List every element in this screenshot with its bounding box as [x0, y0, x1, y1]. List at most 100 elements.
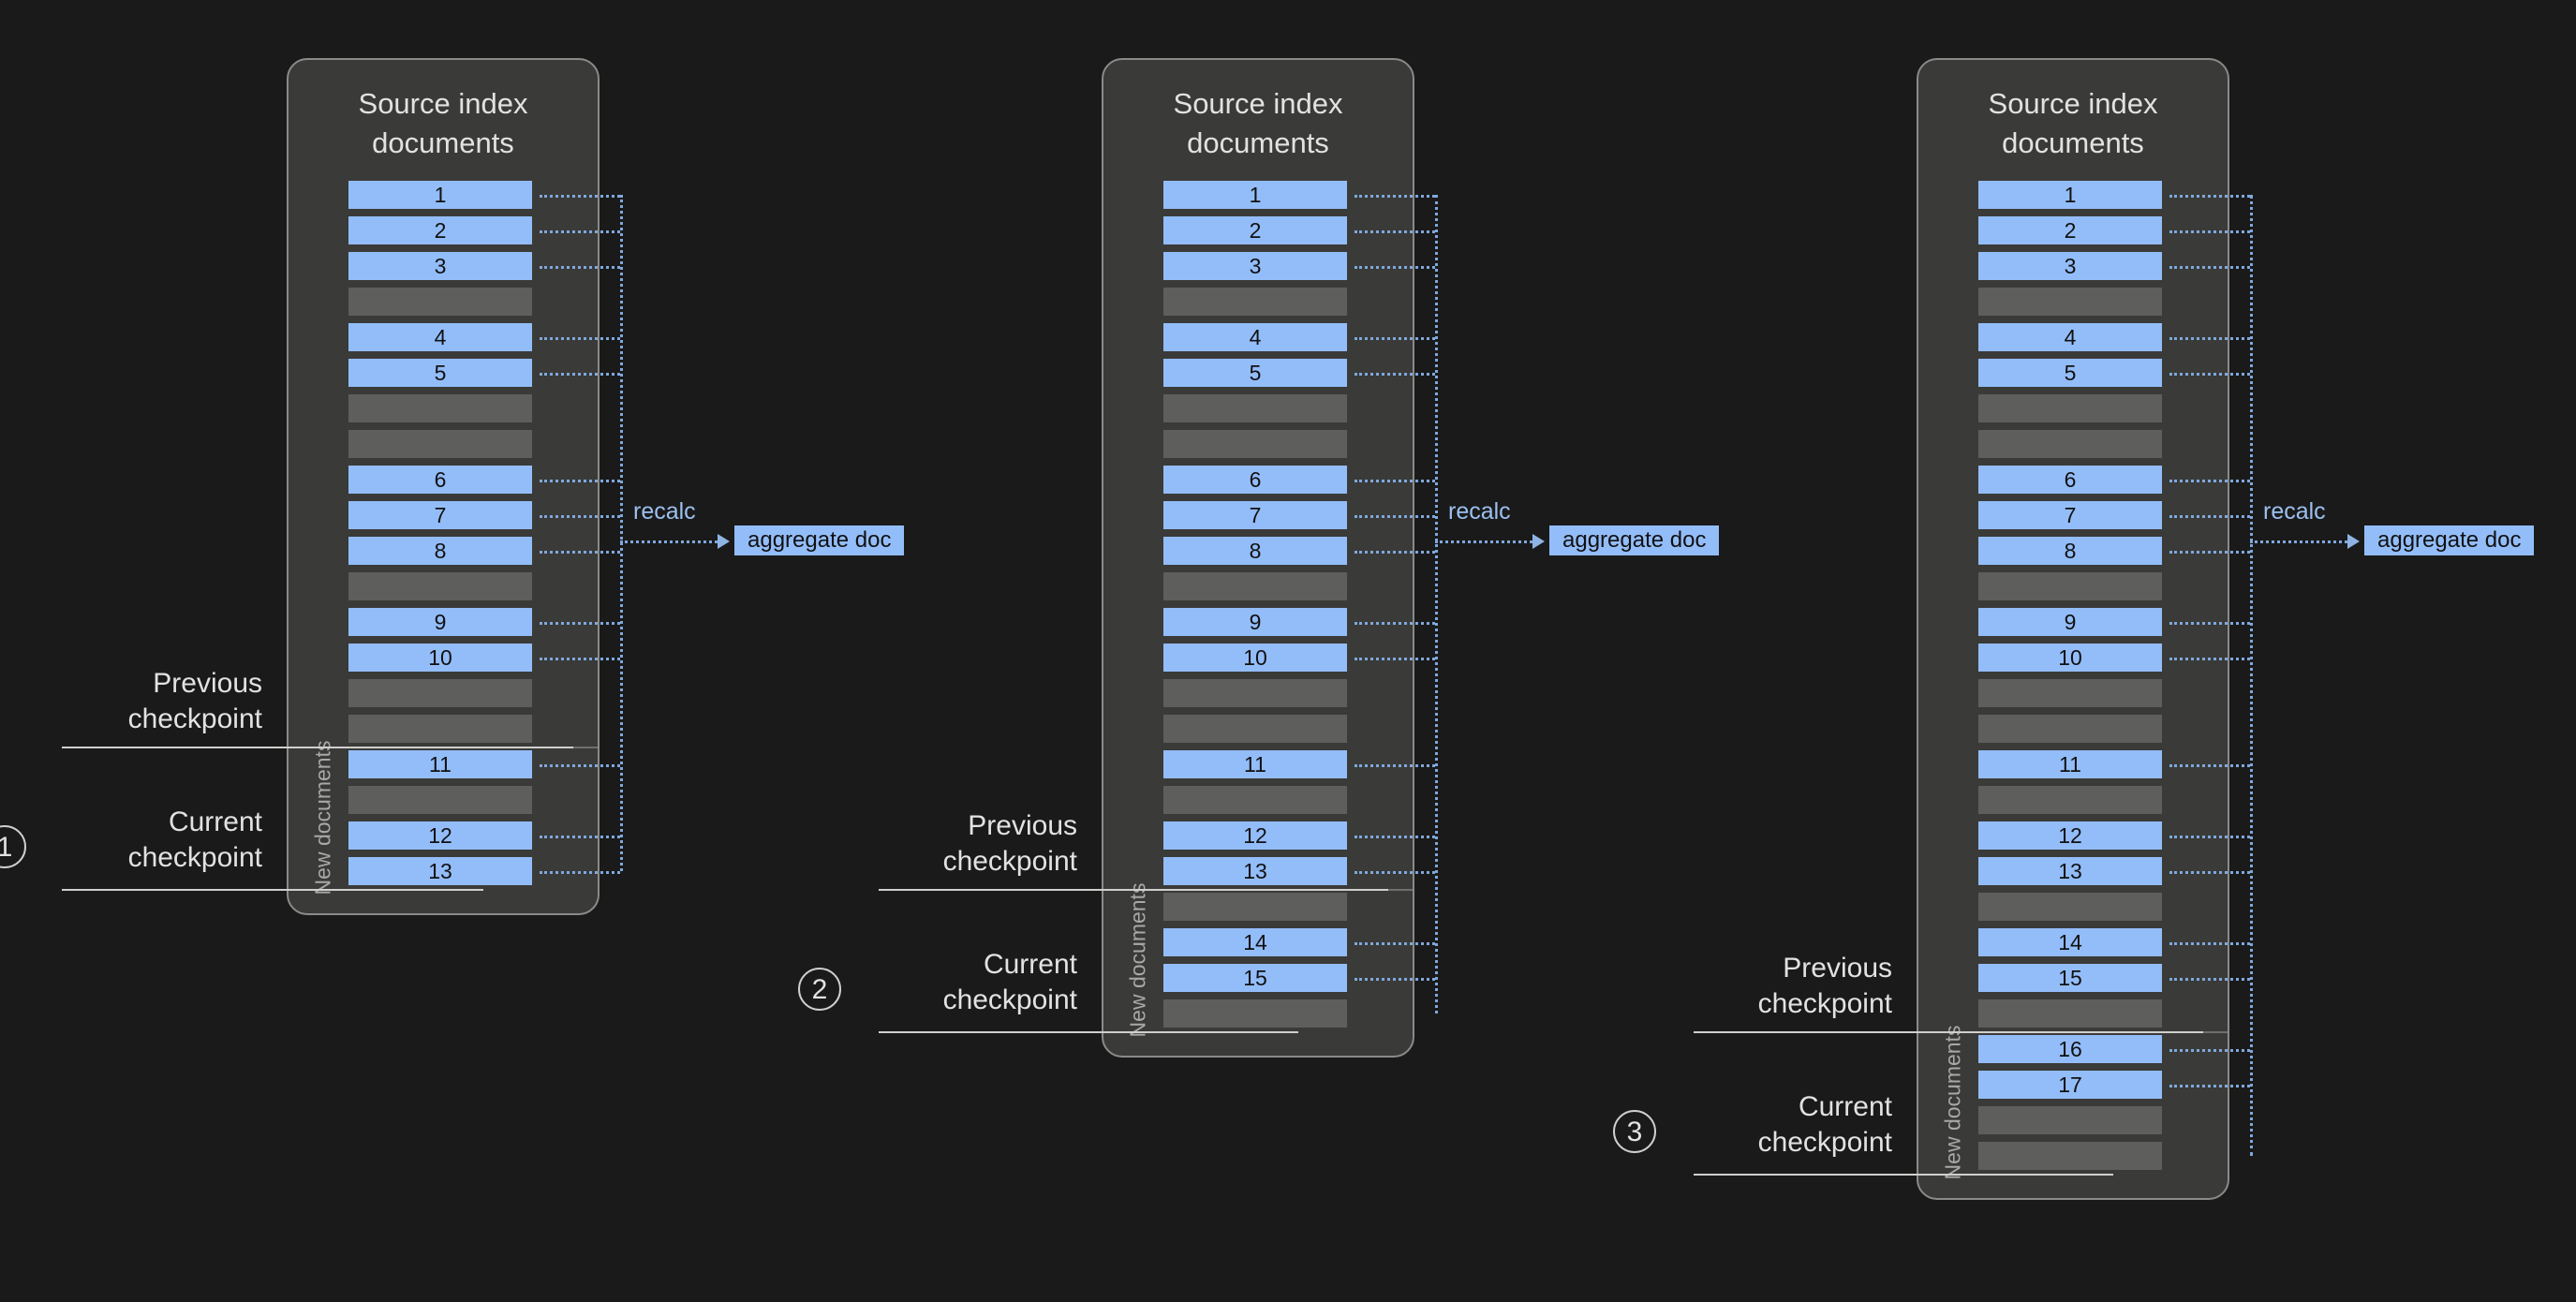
aggregate-doc-3: aggregate doc [2364, 525, 2535, 555]
document-row: 7 [1978, 501, 2162, 529]
row-connector [540, 480, 620, 482]
recalc-label-2: recalc [1448, 498, 1511, 525]
row-connector [2169, 266, 2250, 269]
connector-spine [620, 195, 623, 871]
row-connector [2169, 871, 2250, 874]
new-documents-label-1: New documents [310, 740, 335, 895]
connector-spine [1435, 195, 1438, 1013]
document-row: 10 [1978, 644, 2162, 672]
empty-row [1163, 715, 1347, 743]
empty-row [1978, 786, 2162, 814]
row-connector [2169, 942, 2250, 945]
row-connector [1355, 337, 1435, 340]
row-connector [2169, 622, 2250, 625]
recalc-arrow [1435, 540, 1532, 543]
aggregate-doc-1: aggregate doc [734, 525, 905, 555]
empty-row [1978, 679, 2162, 707]
document-row: 16 [1978, 1035, 2162, 1063]
empty-row [348, 430, 532, 458]
empty-row [1163, 572, 1347, 600]
connector-spine [2250, 195, 2253, 1156]
row-connector [540, 230, 620, 233]
row-connector [1355, 195, 1435, 198]
empty-row [1978, 893, 2162, 921]
document-row: 5 [1978, 359, 2162, 387]
row-connector [2169, 1049, 2250, 1052]
current-checkpoint-label-2: Current checkpoint [942, 949, 1077, 1015]
previous-checkpoint-rule-1 [62, 747, 573, 748]
previous-checkpoint-rule-3 [1694, 1031, 2203, 1033]
empty-row [1978, 1106, 2162, 1134]
panel-title-2: Source index documents [1173, 87, 1343, 159]
empty-row [1978, 430, 2162, 458]
document-row: 8 [348, 537, 532, 565]
new-documents-band-1: New documents [303, 741, 343, 895]
document-row: 14 [1978, 928, 2162, 956]
recalc-arrowhead [1532, 534, 1545, 549]
empty-row [348, 715, 532, 743]
document-row: 13 [348, 857, 532, 885]
row-connector [1355, 622, 1435, 625]
step-number-1: 1 [0, 825, 26, 868]
row-connector [2169, 836, 2250, 838]
row-connector [2169, 551, 2250, 554]
row-connector [1355, 373, 1435, 376]
row-connector [1355, 764, 1435, 767]
row-connector [2169, 515, 2250, 518]
empty-row [1978, 715, 2162, 743]
row-connector [540, 764, 620, 767]
row-connector [1355, 266, 1435, 269]
document-row: 15 [1978, 964, 2162, 992]
document-row: 13 [1163, 857, 1347, 885]
row-connector [2169, 337, 2250, 340]
document-row: 11 [348, 750, 532, 778]
current-checkpoint-rule-2 [879, 1031, 1298, 1033]
current-checkpoint-label-1: Current checkpoint [127, 806, 262, 873]
row-connector [1355, 871, 1435, 874]
row-connector [540, 195, 620, 198]
recalc-arrow [2250, 540, 2347, 543]
document-row: 15 [1163, 964, 1347, 992]
empty-row [1978, 572, 2162, 600]
document-row: 2 [1978, 216, 2162, 244]
recalc-arrowhead [718, 534, 730, 549]
row-connector [2169, 480, 2250, 482]
empty-row [1163, 893, 1347, 921]
new-documents-label-2: New documents [1125, 882, 1150, 1038]
row-connector [540, 836, 620, 838]
empty-row [1163, 394, 1347, 422]
document-row: 12 [348, 821, 532, 850]
empty-row [1163, 679, 1347, 707]
row-connector [1355, 658, 1435, 660]
empty-row [1163, 288, 1347, 316]
document-row: 13 [1978, 857, 2162, 885]
document-row: 8 [1163, 537, 1347, 565]
empty-row [348, 786, 532, 814]
document-row: 2 [348, 216, 532, 244]
empty-row [1978, 394, 2162, 422]
recalc-label-1: recalc [633, 498, 696, 525]
empty-row [1163, 786, 1347, 814]
empty-row [348, 679, 532, 707]
new-documents-label-3: New documents [1940, 1025, 1965, 1180]
document-row: 1 [348, 181, 532, 209]
document-row: 4 [1978, 323, 2162, 351]
row-connector [1355, 978, 1435, 981]
row-connector [540, 871, 620, 874]
empty-row [1978, 288, 2162, 316]
document-row: 11 [1163, 750, 1347, 778]
previous-checkpoint-rule-2 [879, 889, 1388, 891]
current-checkpoint-rule-3 [1694, 1174, 2113, 1176]
row-connector [540, 266, 620, 269]
document-row: 10 [1163, 644, 1347, 672]
document-row: 3 [1163, 252, 1347, 280]
empty-row [348, 394, 532, 422]
document-row: 14 [1163, 928, 1347, 956]
empty-row [1163, 999, 1347, 1028]
document-row: 8 [1978, 537, 2162, 565]
document-row: 9 [1163, 608, 1347, 636]
row-connector [1355, 480, 1435, 482]
row-connector [540, 337, 620, 340]
empty-row [348, 288, 532, 316]
